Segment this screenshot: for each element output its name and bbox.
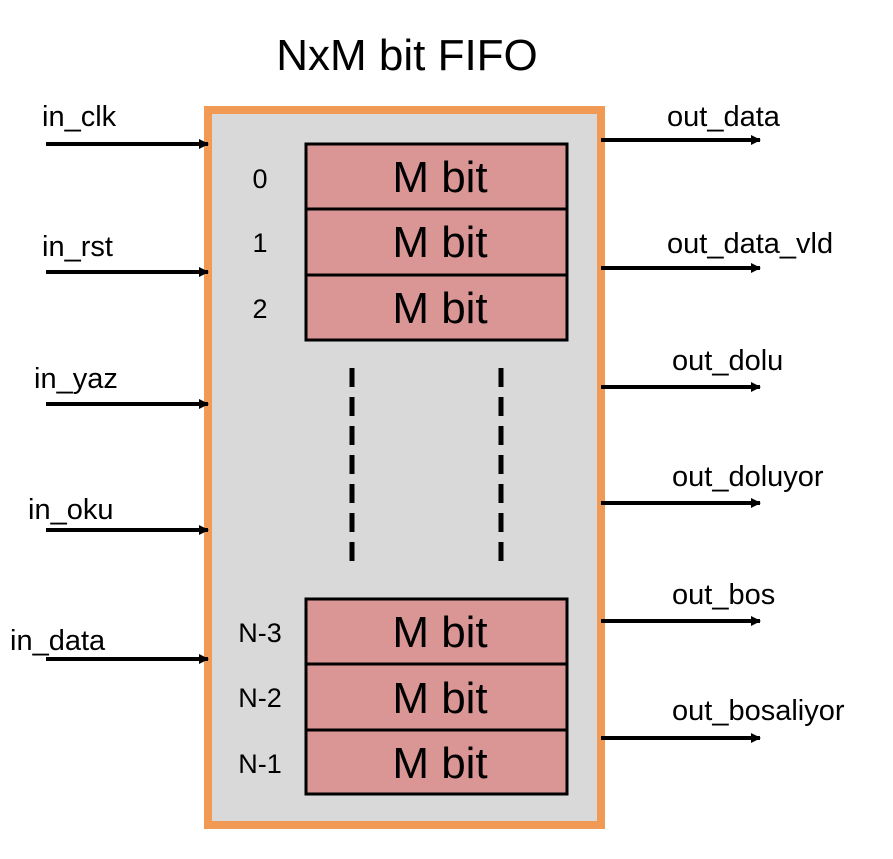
input-label-in-clk: in_clk — [42, 101, 117, 133]
memory-cell-label: M bit — [392, 284, 487, 333]
memory-cell-n-3 — [304, 597, 569, 666]
memory-cell-index: N-2 — [238, 683, 282, 713]
memory-cell-index: 1 — [252, 228, 267, 258]
memory-cells-bottom: M bit M bit M bit N-3 N-2 N-1 — [238, 597, 569, 796]
output-label-out-data-vld: out_data_vld — [667, 228, 833, 260]
output-label-out-bosaliyor: out_bosaliyor — [672, 695, 845, 727]
memory-cell-label: M bit — [392, 674, 487, 723]
memory-cell-0 — [304, 142, 569, 211]
memory-cell-label: M bit — [392, 739, 487, 788]
output-label-out-data: out_data — [667, 101, 781, 133]
memory-cell-index: 2 — [252, 294, 267, 324]
memory-cell-2 — [304, 273, 569, 342]
memory-cell-label: M bit — [392, 153, 487, 202]
memory-cell-index: N-1 — [238, 749, 282, 779]
memory-cell-label: M bit — [392, 218, 487, 267]
input-ports: in_clk in_rst in_yaz in_oku in_data — [10, 101, 209, 664]
output-ports: out_data out_data_vld out_dolu out_doluy… — [601, 101, 845, 743]
memory-cell-index: N-3 — [238, 618, 282, 648]
diagram-title: NxM bit FIFO — [276, 31, 538, 80]
output-label-out-bos: out_bos — [672, 579, 775, 611]
memory-cell-n-2 — [304, 662, 569, 732]
output-label-out-doluyor: out_doluyor — [672, 461, 824, 493]
memory-cell-index: 0 — [252, 164, 267, 194]
output-label-out-dolu: out_dolu — [672, 345, 783, 377]
memory-cell-label: M bit — [392, 608, 487, 657]
memory-cells-top: M bit M bit M bit 0 1 2 — [252, 142, 569, 342]
memory-cell-n-1 — [304, 728, 569, 796]
input-label-in-yaz: in_yaz — [34, 363, 118, 395]
input-label-in-rst: in_rst — [42, 231, 113, 263]
input-label-in-data: in_data — [10, 625, 106, 657]
input-label-in-oku: in_oku — [28, 494, 113, 526]
